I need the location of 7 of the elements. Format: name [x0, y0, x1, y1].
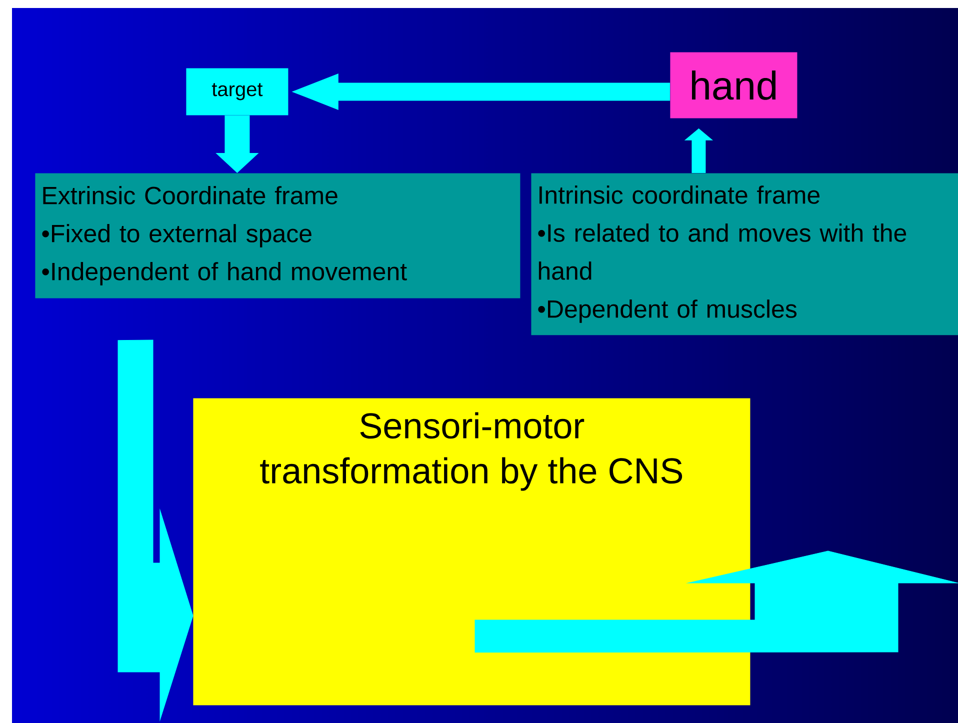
- arrow: [118, 340, 194, 720]
- arrow: [474, 550, 958, 653]
- text-box: Extrinsic Coordinate frame •Fixed to external space •Independent of hand movement: [35, 173, 520, 298]
- target-box: target: [186, 68, 288, 116]
- text-box: Intrinsic coordinate frame •Is related to and moves with the hand •Dependent of muscles: [531, 173, 958, 336]
- process-box: Sensori-motor transformation by the CNS: [193, 398, 750, 706]
- hand-box: hand: [670, 52, 798, 118]
